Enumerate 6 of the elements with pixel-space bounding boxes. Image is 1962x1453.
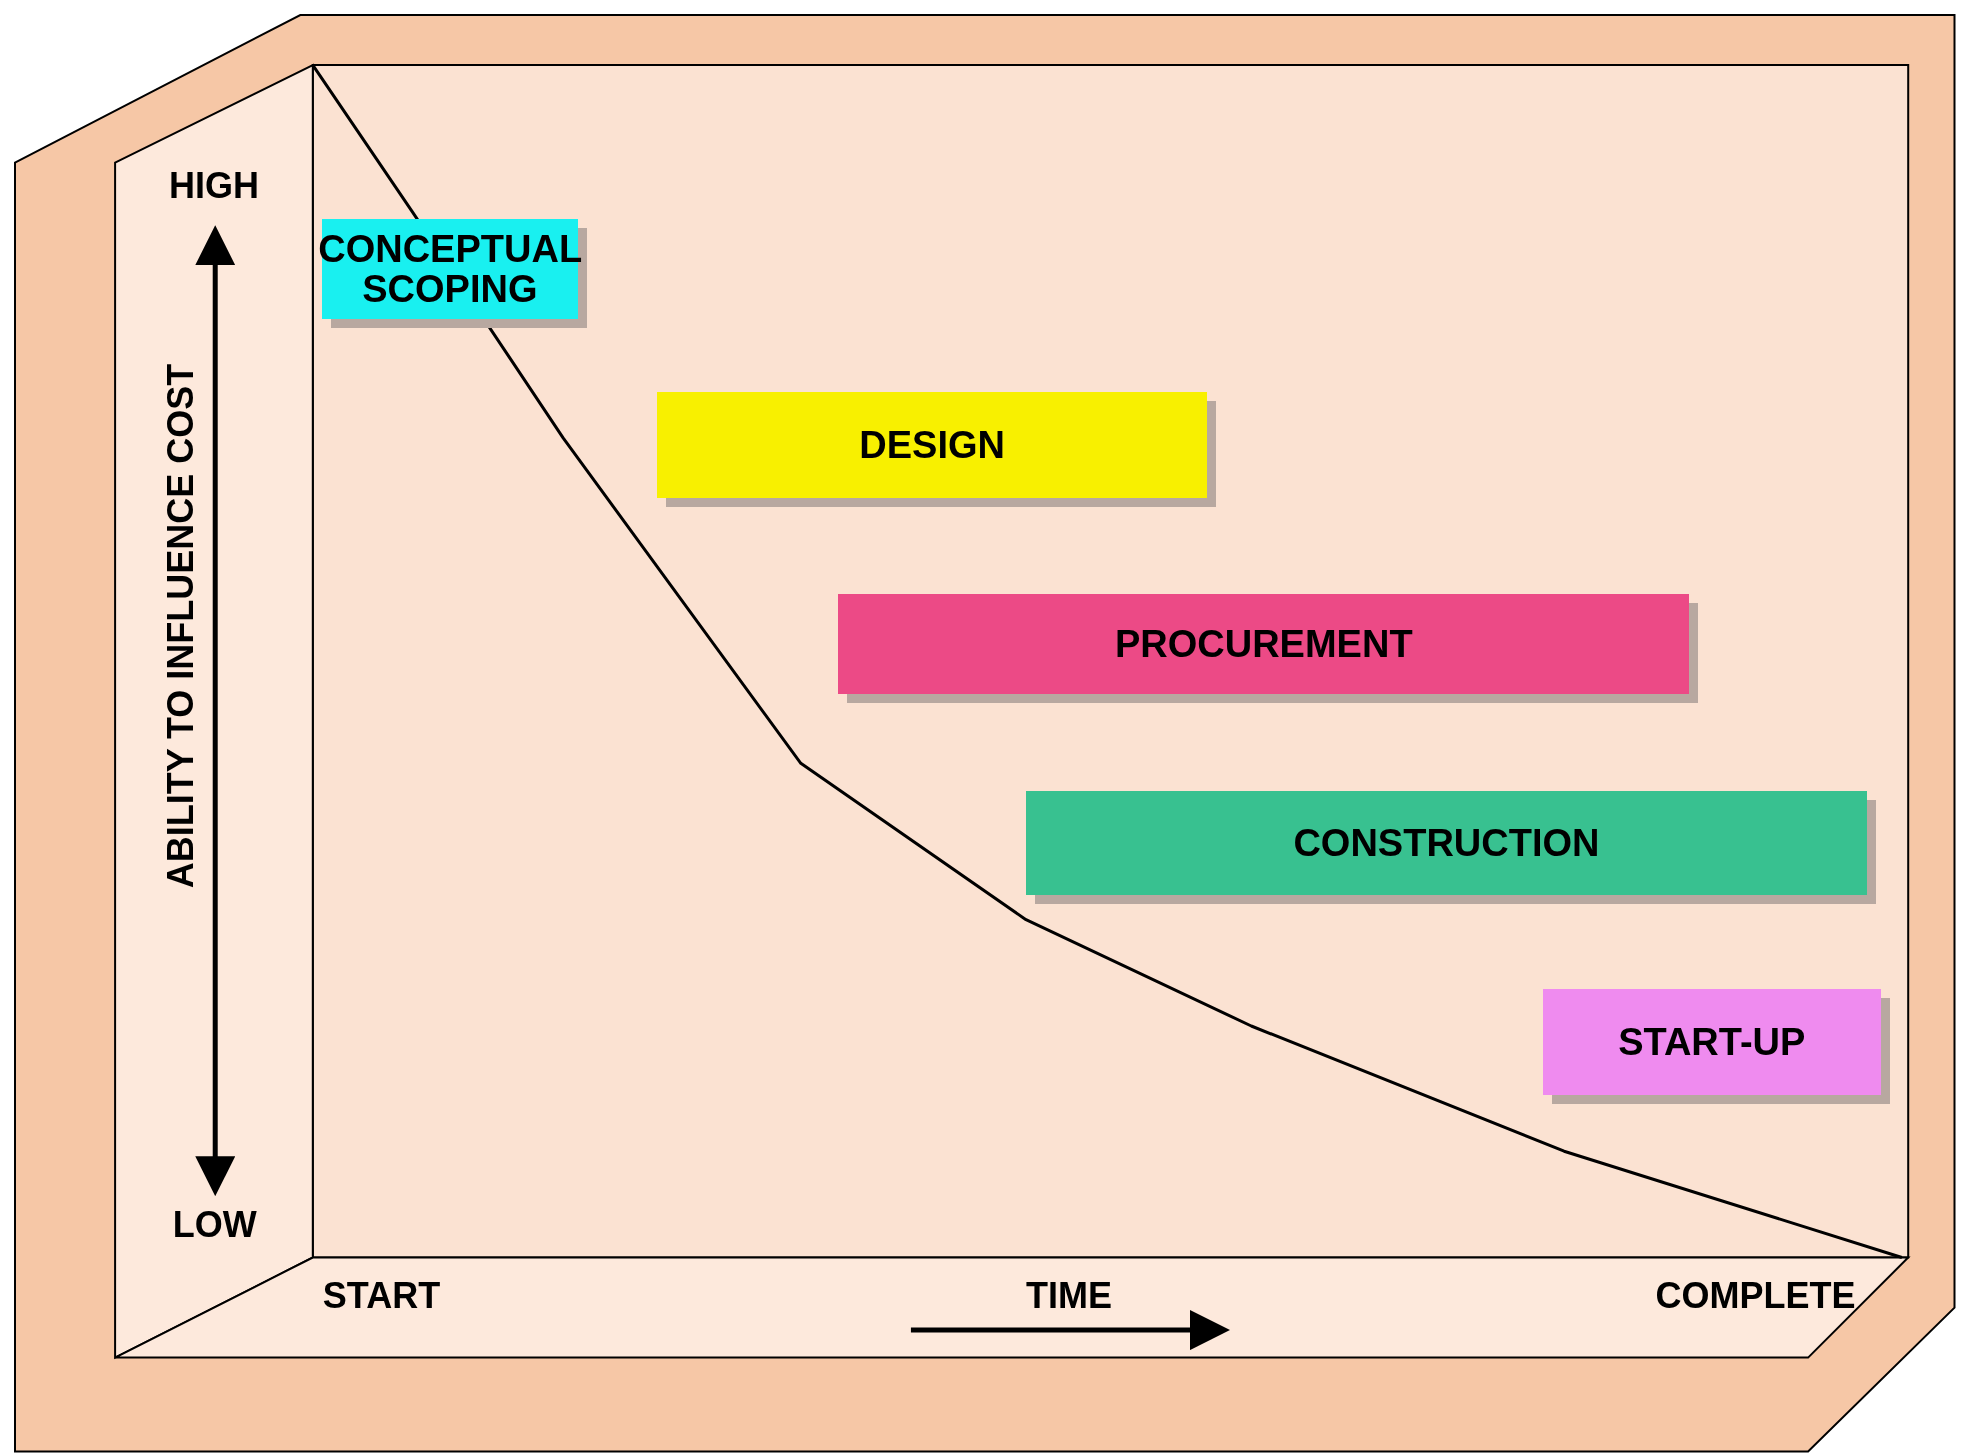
axis-label: COMPLETE bbox=[1655, 1276, 1856, 1317]
axis-title: TIME bbox=[1026, 1276, 1113, 1317]
axis-label: LOW bbox=[172, 1204, 257, 1245]
axis-label: START bbox=[322, 1276, 441, 1317]
axis-title: ABILITY TO INFLUENCE COST bbox=[161, 363, 202, 888]
axis-label: HIGH bbox=[168, 166, 259, 207]
